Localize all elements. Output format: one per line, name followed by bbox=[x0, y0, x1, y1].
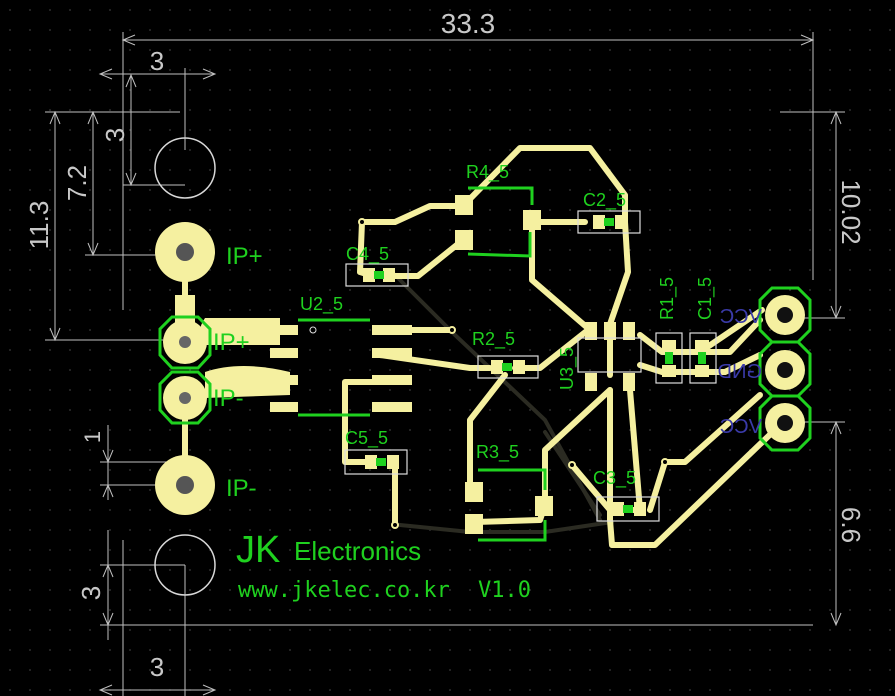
logo-electronics: Electronics bbox=[294, 536, 421, 566]
label-r2: R2_5 bbox=[472, 329, 515, 350]
mount-hole-top bbox=[154, 137, 216, 199]
dim-right-top: 10.02 bbox=[836, 179, 866, 244]
label-c5: C5_5 bbox=[345, 428, 388, 449]
dimension-lines bbox=[45, 32, 845, 696]
ip-minus-pad-label: IP- bbox=[226, 475, 257, 502]
ip-minus-header-label: IP- bbox=[213, 385, 244, 412]
label-u3: U3_5 bbox=[557, 347, 578, 390]
label-c3: C3_5 bbox=[593, 468, 636, 489]
header-outlines bbox=[158, 286, 812, 452]
dim-top-offset: 3 bbox=[150, 46, 164, 76]
through-hole-pads bbox=[155, 222, 805, 515]
mounting-holes bbox=[154, 137, 216, 596]
dim-right-bottom: 6.6 bbox=[836, 507, 866, 543]
u2-body bbox=[298, 318, 370, 417]
copper-traces bbox=[182, 145, 783, 548]
dim-left-tall: 11.3 bbox=[24, 201, 54, 250]
ip-plus-header-label: IP+ bbox=[213, 329, 250, 356]
label-r4: R4_5 bbox=[466, 162, 509, 183]
connector-pin2-label: GND bbox=[718, 361, 762, 383]
label-u2: U2_5 bbox=[300, 294, 343, 315]
vias bbox=[358, 218, 669, 529]
label-r1: R1_5 bbox=[657, 277, 678, 320]
r4-outline bbox=[467, 186, 534, 258]
connector-pin3-label: VCC bbox=[720, 416, 762, 438]
brand-url: www.jkelec.co.kr bbox=[238, 578, 450, 603]
connector-pin1-label: VCC bbox=[720, 306, 762, 328]
r3-outline bbox=[478, 468, 547, 542]
dim-left-bottom: 3 bbox=[76, 586, 106, 600]
dim-left-small: 3 bbox=[100, 128, 130, 142]
brand-version: V1.0 bbox=[478, 578, 531, 603]
dim-left-mid: 7.2 bbox=[62, 165, 92, 201]
ip-plus-pad-label: IP+ bbox=[226, 243, 263, 270]
label-r3: R3_5 bbox=[476, 442, 519, 463]
component-outlines bbox=[344, 210, 717, 522]
chip-bodies bbox=[374, 218, 706, 513]
dim-left-one: 1 bbox=[80, 431, 105, 443]
mount-hole-bottom bbox=[154, 534, 216, 596]
logo-jk: JK bbox=[236, 529, 280, 571]
label-c1: C1_5 bbox=[695, 277, 716, 320]
label-c4: C4_5 bbox=[346, 244, 389, 265]
dim-bottom-offset: 3 bbox=[150, 652, 164, 682]
smd-pads bbox=[270, 195, 709, 534]
label-c2: C2_5 bbox=[583, 190, 626, 211]
dim-top-width: 33.3 bbox=[441, 8, 496, 39]
